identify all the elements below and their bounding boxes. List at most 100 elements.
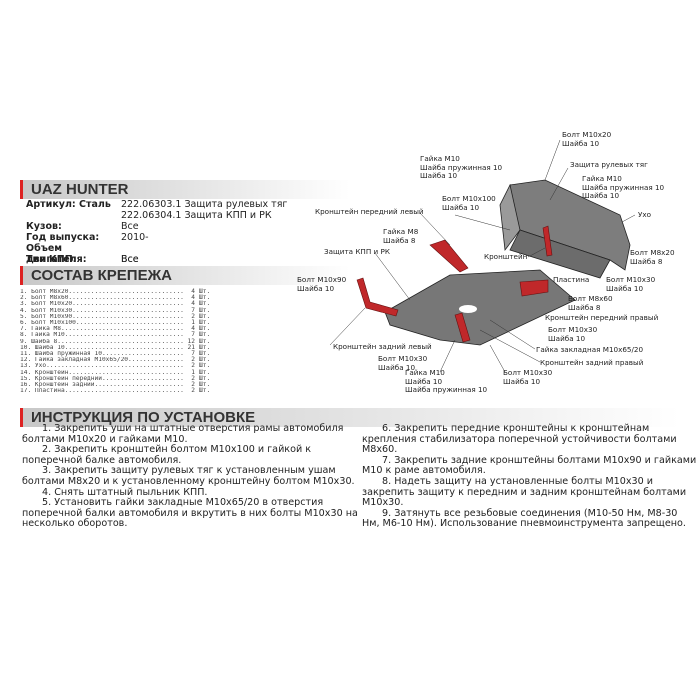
diagram-label: Кронштейн передний правый	[545, 313, 659, 322]
part-qty: 4	[191, 288, 195, 295]
part-name: 6. Болт М10х100.........................…	[20, 320, 185, 327]
parts-row: 15. Кронштейн передний..................…	[20, 374, 220, 382]
part-qty: 2	[191, 381, 195, 389]
parts-list: 1. Болт М8х20...........................…	[20, 288, 220, 394]
part-qty: 2	[191, 374, 195, 382]
instruction-step: 9. Затянуть все резьбовые соединения (М1…	[362, 507, 686, 530]
diagram-label: Кронштейн	[484, 252, 528, 261]
instruction-step: 1. Закрепить уши на штатные отверстия ра…	[22, 423, 344, 445]
part-name: 11. Шайба пружинная 10..................…	[20, 351, 185, 358]
part-name: 4. Болт М10х30..........................…	[20, 307, 185, 314]
part-unit: Шт.	[199, 306, 211, 314]
year-value: 2010-	[121, 232, 149, 243]
part-name: 17. Пластина............................…	[20, 388, 185, 395]
part-qty: 4	[191, 300, 195, 308]
instructions-title: ИНСТРУКЦИЯ ПО УСТАНОВКЕ	[31, 409, 256, 426]
diagram-label: Болт М8х60 Шайба 8	[568, 294, 613, 312]
instruction-step: 7. Закрепить задние кронштейны болтами М…	[362, 454, 697, 477]
instruction-step: 3. Закрепить защиту рулевых тяг к устано…	[22, 465, 355, 487]
diagram-label: Болт М10х30 Шайба 10	[503, 368, 553, 386]
part-qty: 12	[187, 337, 195, 345]
part-name: 2. Болт М8х60...........................…	[20, 295, 185, 302]
part-name: 7. Гайка М8.............................…	[20, 326, 185, 333]
parts-row: 17. Пластина............................…	[20, 388, 220, 394]
part-qty: 2	[191, 312, 195, 320]
part-unit: Шт.	[199, 331, 211, 339]
title-bar: UAZ HUNTER	[20, 180, 350, 199]
part-unit: Шт.	[199, 362, 211, 370]
engine-label: Объем двигателя:	[26, 243, 87, 265]
diagram-label: Гайка М10 Шайба пружинная 10 Шайба 10	[420, 154, 503, 181]
part-unit: Шт.	[199, 350, 211, 358]
part-name: 1. Болт М8х20...........................…	[20, 289, 185, 295]
part-unit: Шт.	[199, 343, 211, 351]
part-name: 16. Кронштейн задний....................…	[20, 382, 185, 389]
parts-row: 16. Кронштейн задний....................…	[20, 381, 220, 389]
part-qty: 2	[191, 356, 195, 364]
diagram-label: Ухо	[638, 210, 652, 219]
instructions-bar: ИНСТРУКЦИЯ ПО УСТАНОВКЕ	[20, 408, 680, 427]
body-label: Кузов:	[26, 221, 62, 232]
parts-row: 8. Гайка М10............................…	[20, 332, 220, 338]
part-qty: 7	[191, 350, 195, 358]
instructions-right: 6. Закрепить передние кронштейны к кронш…	[362, 423, 697, 530]
engine-value: Все	[121, 254, 139, 265]
diagram-label: Болт М10х100 Шайба 10	[442, 194, 496, 212]
exploded-diagram	[329, 139, 636, 373]
leader-lines	[329, 139, 636, 373]
article-label: Артикул: Сталь	[26, 199, 111, 210]
diagram-label: Болт М10х20 Шайба 10	[562, 130, 612, 148]
article-row: Артикул: Сталь 222.06303.1 Защита рулевых…	[26, 199, 287, 210]
article-1: 222.06303.1 Защита рулевых тяг	[121, 199, 288, 210]
diagram-label: Пластина	[553, 275, 590, 284]
part-qty: 2	[191, 387, 195, 395]
part-name: 14. Кронштейн...........................…	[20, 369, 185, 376]
parts-row: 13. Ухо.................................…	[20, 363, 220, 369]
instruction-step: 8. Надеть защиту на установленные болты …	[362, 475, 687, 509]
diagram-label: Защита КПП и РК	[324, 247, 390, 256]
part-unit: Шт.	[199, 337, 211, 345]
part-unit: Шт.	[199, 300, 211, 308]
instruction-step: 6. Закрепить передние кронштейны к кронш…	[362, 423, 677, 456]
body-value: Все	[121, 221, 139, 232]
body-row: Кузов: Все	[26, 221, 139, 232]
part-unit: Шт.	[199, 387, 211, 395]
diagram-label: Кронштейн задний правый	[540, 358, 644, 367]
part-unit: Шт.	[199, 356, 211, 364]
instructions-left: 1. Закрепить уши на штатные отверстия ра…	[22, 423, 362, 530]
gearbox-label: Тип КПП:	[26, 254, 77, 265]
year-label: Год выпуска:	[26, 232, 100, 243]
parts-row: 1. Болт М8х20...........................…	[20, 288, 220, 295]
part-name: 12. Гайка закладная М10х65/20...........…	[20, 357, 185, 364]
parts-row: 6. Болт М10х100.........................…	[20, 319, 220, 327]
part-name: 8. Гайка М10............................…	[20, 332, 185, 339]
diagram-label: Болт М10х30 Шайба 10	[606, 275, 656, 293]
part-qty: 7	[191, 306, 195, 314]
parts-row: 2. Болт М8х60...........................…	[20, 294, 220, 302]
part-name: 13. Ухо.................................…	[20, 363, 185, 370]
part-qty: 7	[191, 331, 195, 339]
part-name: 9. Шайба 8..............................…	[20, 338, 185, 345]
parts-row: 3. Болт М10х20..........................…	[20, 301, 220, 307]
instruction-step: 2. Закрепить кронштейн болтом М10х100 и …	[22, 444, 312, 466]
diagram-label: Кронштейн передний левый	[315, 207, 424, 216]
part-unit: Шт.	[199, 312, 211, 320]
parts-row: 14. Кронштейн...........................…	[20, 369, 220, 376]
part-unit: Шт.	[199, 374, 211, 382]
part-qty: 21	[187, 343, 195, 351]
diagram-label: Кронштейн задний левый	[333, 342, 432, 351]
instruction-step: 4. Снять штатный пыльник КПП.	[42, 486, 208, 498]
parts-title: СОСТАВ КРЕПЕЖА	[31, 267, 172, 284]
parts-row: 10. Шайба 10............................…	[20, 343, 220, 351]
instruction-step: 5. Установить гайки закладные М10х65/20 …	[22, 497, 358, 530]
diagram-label: Гайка М10 Шайба пружинная 10 Шайба 10	[582, 174, 665, 201]
diagram-label: Гайка М8 Шайба 8	[383, 227, 419, 245]
parts-row: 4. Болт М10х30..........................…	[20, 306, 220, 314]
engine-row: Объем двигателя: Все	[26, 243, 139, 265]
parts-row: 12. Гайка закладная М10х65/20...........…	[20, 357, 220, 363]
part-qty: 4	[191, 294, 195, 302]
parts-row: 7. Гайка М8.............................…	[20, 326, 220, 332]
diagram-label: Гайка М10 Шайба 10 Шайба пружинная 10	[405, 368, 488, 395]
part-name: 5. Болт М10х90..........................…	[20, 313, 185, 320]
diagram-label: Болт М10х30 Шайба 10	[548, 325, 598, 343]
